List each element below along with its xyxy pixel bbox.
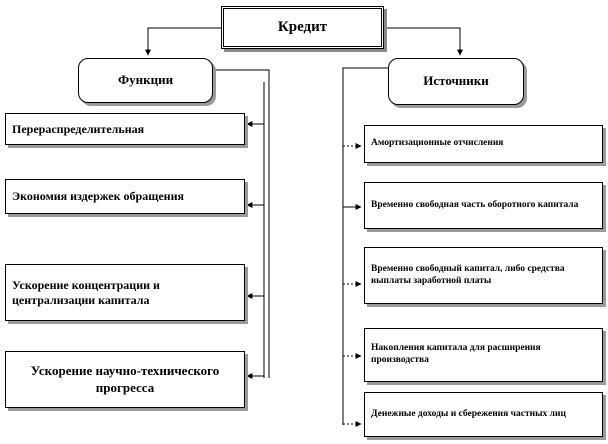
function-node-tech-progress: Ускорение научно-технического прогресса xyxy=(5,351,245,408)
sources-heading: Источники xyxy=(423,73,489,89)
function-label: Ускорение концентрации и централизации к… xyxy=(12,277,160,307)
functions-heading: Функции xyxy=(117,72,174,88)
connector-root-functions xyxy=(145,27,221,56)
function-node-capital-concentration: Ускорение концентрации и централизации к… xyxy=(5,264,245,321)
source-label: Денежные доходы и сбережения частных лиц xyxy=(371,408,566,419)
source-label: Временно свободная часть оборотного капи… xyxy=(371,199,579,210)
functions-heading-node: Функции xyxy=(78,58,213,103)
function-label: Экономия издержек обращения xyxy=(12,189,184,203)
functions-bus-outer xyxy=(213,69,270,378)
root-node: Кредит xyxy=(221,6,384,49)
source-node-accumulation: Накопления капитала для расширения произ… xyxy=(364,328,603,382)
source-label: Накопления капитала для расширения произ… xyxy=(371,343,541,365)
function-node-cost-saving: Экономия издержек обращения xyxy=(5,179,245,214)
root-label: Кредит xyxy=(277,19,328,36)
connector-root-sources xyxy=(384,27,463,56)
source-label: Амортизационные отчисления xyxy=(371,138,504,149)
function-label: Перераспределительная xyxy=(12,121,145,136)
sources-heading-node: Источники xyxy=(388,58,524,105)
source-node-working-capital: Временно свободная часть оборотного капи… xyxy=(364,182,603,229)
source-node-depreciation: Амортизационные отчисления xyxy=(364,125,603,163)
source-label: Временно свободный капитал, либо средств… xyxy=(371,263,565,286)
function-label: Ускорение научно-технического прогресса xyxy=(30,363,220,395)
sources-bus xyxy=(342,67,388,425)
source-node-personal-savings: Денежные доходы и сбережения частных лиц xyxy=(364,392,603,437)
function-node-redistribution: Перераспределительная xyxy=(5,113,245,145)
source-node-free-capital-wages: Временно свободный капитал, либо средств… xyxy=(364,247,603,304)
